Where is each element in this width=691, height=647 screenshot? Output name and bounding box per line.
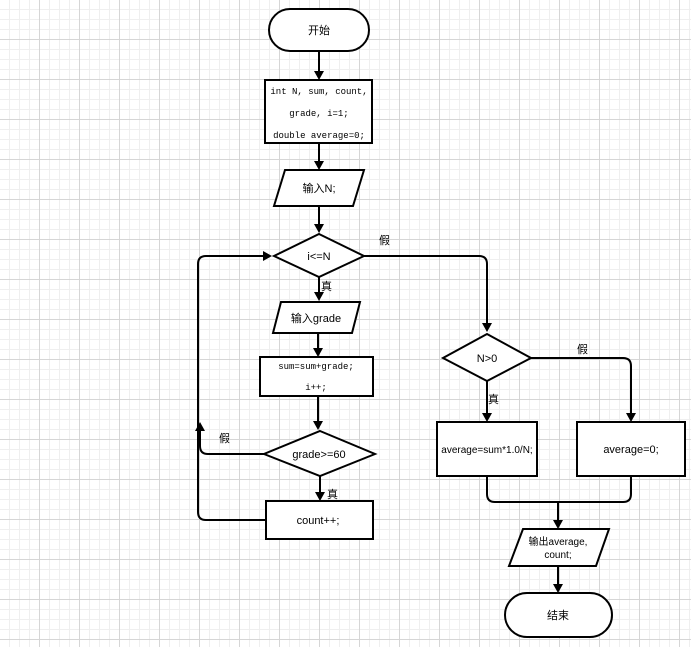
arrowhead: [482, 413, 492, 422]
end-label: 结束: [547, 609, 569, 622]
arrowhead: [313, 421, 323, 430]
output-line-2: count;: [544, 550, 571, 561]
edge-loop-false: [364, 255, 488, 323]
loop-cond-label: i<=N: [307, 251, 330, 263]
n-cond-label: N>0: [477, 353, 498, 365]
edge-count-back-to-loop: [197, 255, 266, 521]
avg-calc-label: average=sum*1.0/N;: [441, 445, 532, 456]
count-process-box: [265, 500, 374, 540]
init-process-box: [264, 79, 373, 144]
arrowhead: [263, 251, 272, 261]
arrowhead: [195, 422, 205, 431]
grade-true-label: 真: [327, 487, 338, 501]
arrowhead: [553, 584, 563, 593]
input-n-io: [272, 169, 366, 207]
count-inc-label: count++;: [297, 515, 340, 527]
init-line-1: int N, sum, count,: [270, 87, 367, 97]
grade-cond-label: grade>=60: [292, 449, 345, 461]
edge-avg-zero-merge: [558, 476, 632, 503]
avg-calc-box: [436, 421, 538, 477]
accum-process-box: [259, 356, 374, 397]
grade-decision: [261, 429, 378, 478]
input-grade-io: [271, 301, 362, 334]
end-terminator: [504, 592, 613, 638]
grade-false-label: 假: [219, 431, 230, 445]
loop-true-label: 真: [321, 279, 332, 293]
arrowhead: [314, 224, 324, 233]
init-line-3: double average=0;: [273, 131, 365, 141]
loop-false-label: 假: [379, 233, 390, 247]
accum-line-2: i++;: [305, 383, 327, 393]
arrowhead: [315, 492, 325, 501]
n-true-label: 真: [488, 392, 499, 406]
loop-decision: [271, 232, 367, 279]
n-false-label: 假: [577, 342, 588, 356]
arrowhead: [482, 323, 492, 332]
edge-grade-false: [199, 431, 264, 455]
output-line-1: 输出average,: [529, 535, 588, 548]
n-decision: [440, 332, 534, 383]
edge-n-false: [531, 357, 632, 413]
start-terminator: [268, 8, 370, 52]
start-label: 开始: [308, 23, 330, 37]
accum-line-1: sum=sum+grade;: [278, 362, 354, 372]
input-grade-label: 输入grade: [291, 311, 341, 325]
arrowhead: [314, 71, 324, 80]
arrowhead: [314, 292, 324, 301]
arrowhead: [626, 413, 636, 422]
input-n-label: 输入N;: [303, 181, 336, 195]
init-line-2: grade, i=1;: [289, 109, 348, 119]
arrowhead: [314, 161, 324, 170]
output-io: [507, 528, 611, 567]
avg-zero-label: average=0;: [603, 444, 658, 456]
arrowhead: [313, 348, 323, 357]
avg-zero-box: [576, 421, 686, 477]
arrowhead: [553, 520, 563, 529]
edge-avg-calc-merge: [486, 476, 558, 503]
